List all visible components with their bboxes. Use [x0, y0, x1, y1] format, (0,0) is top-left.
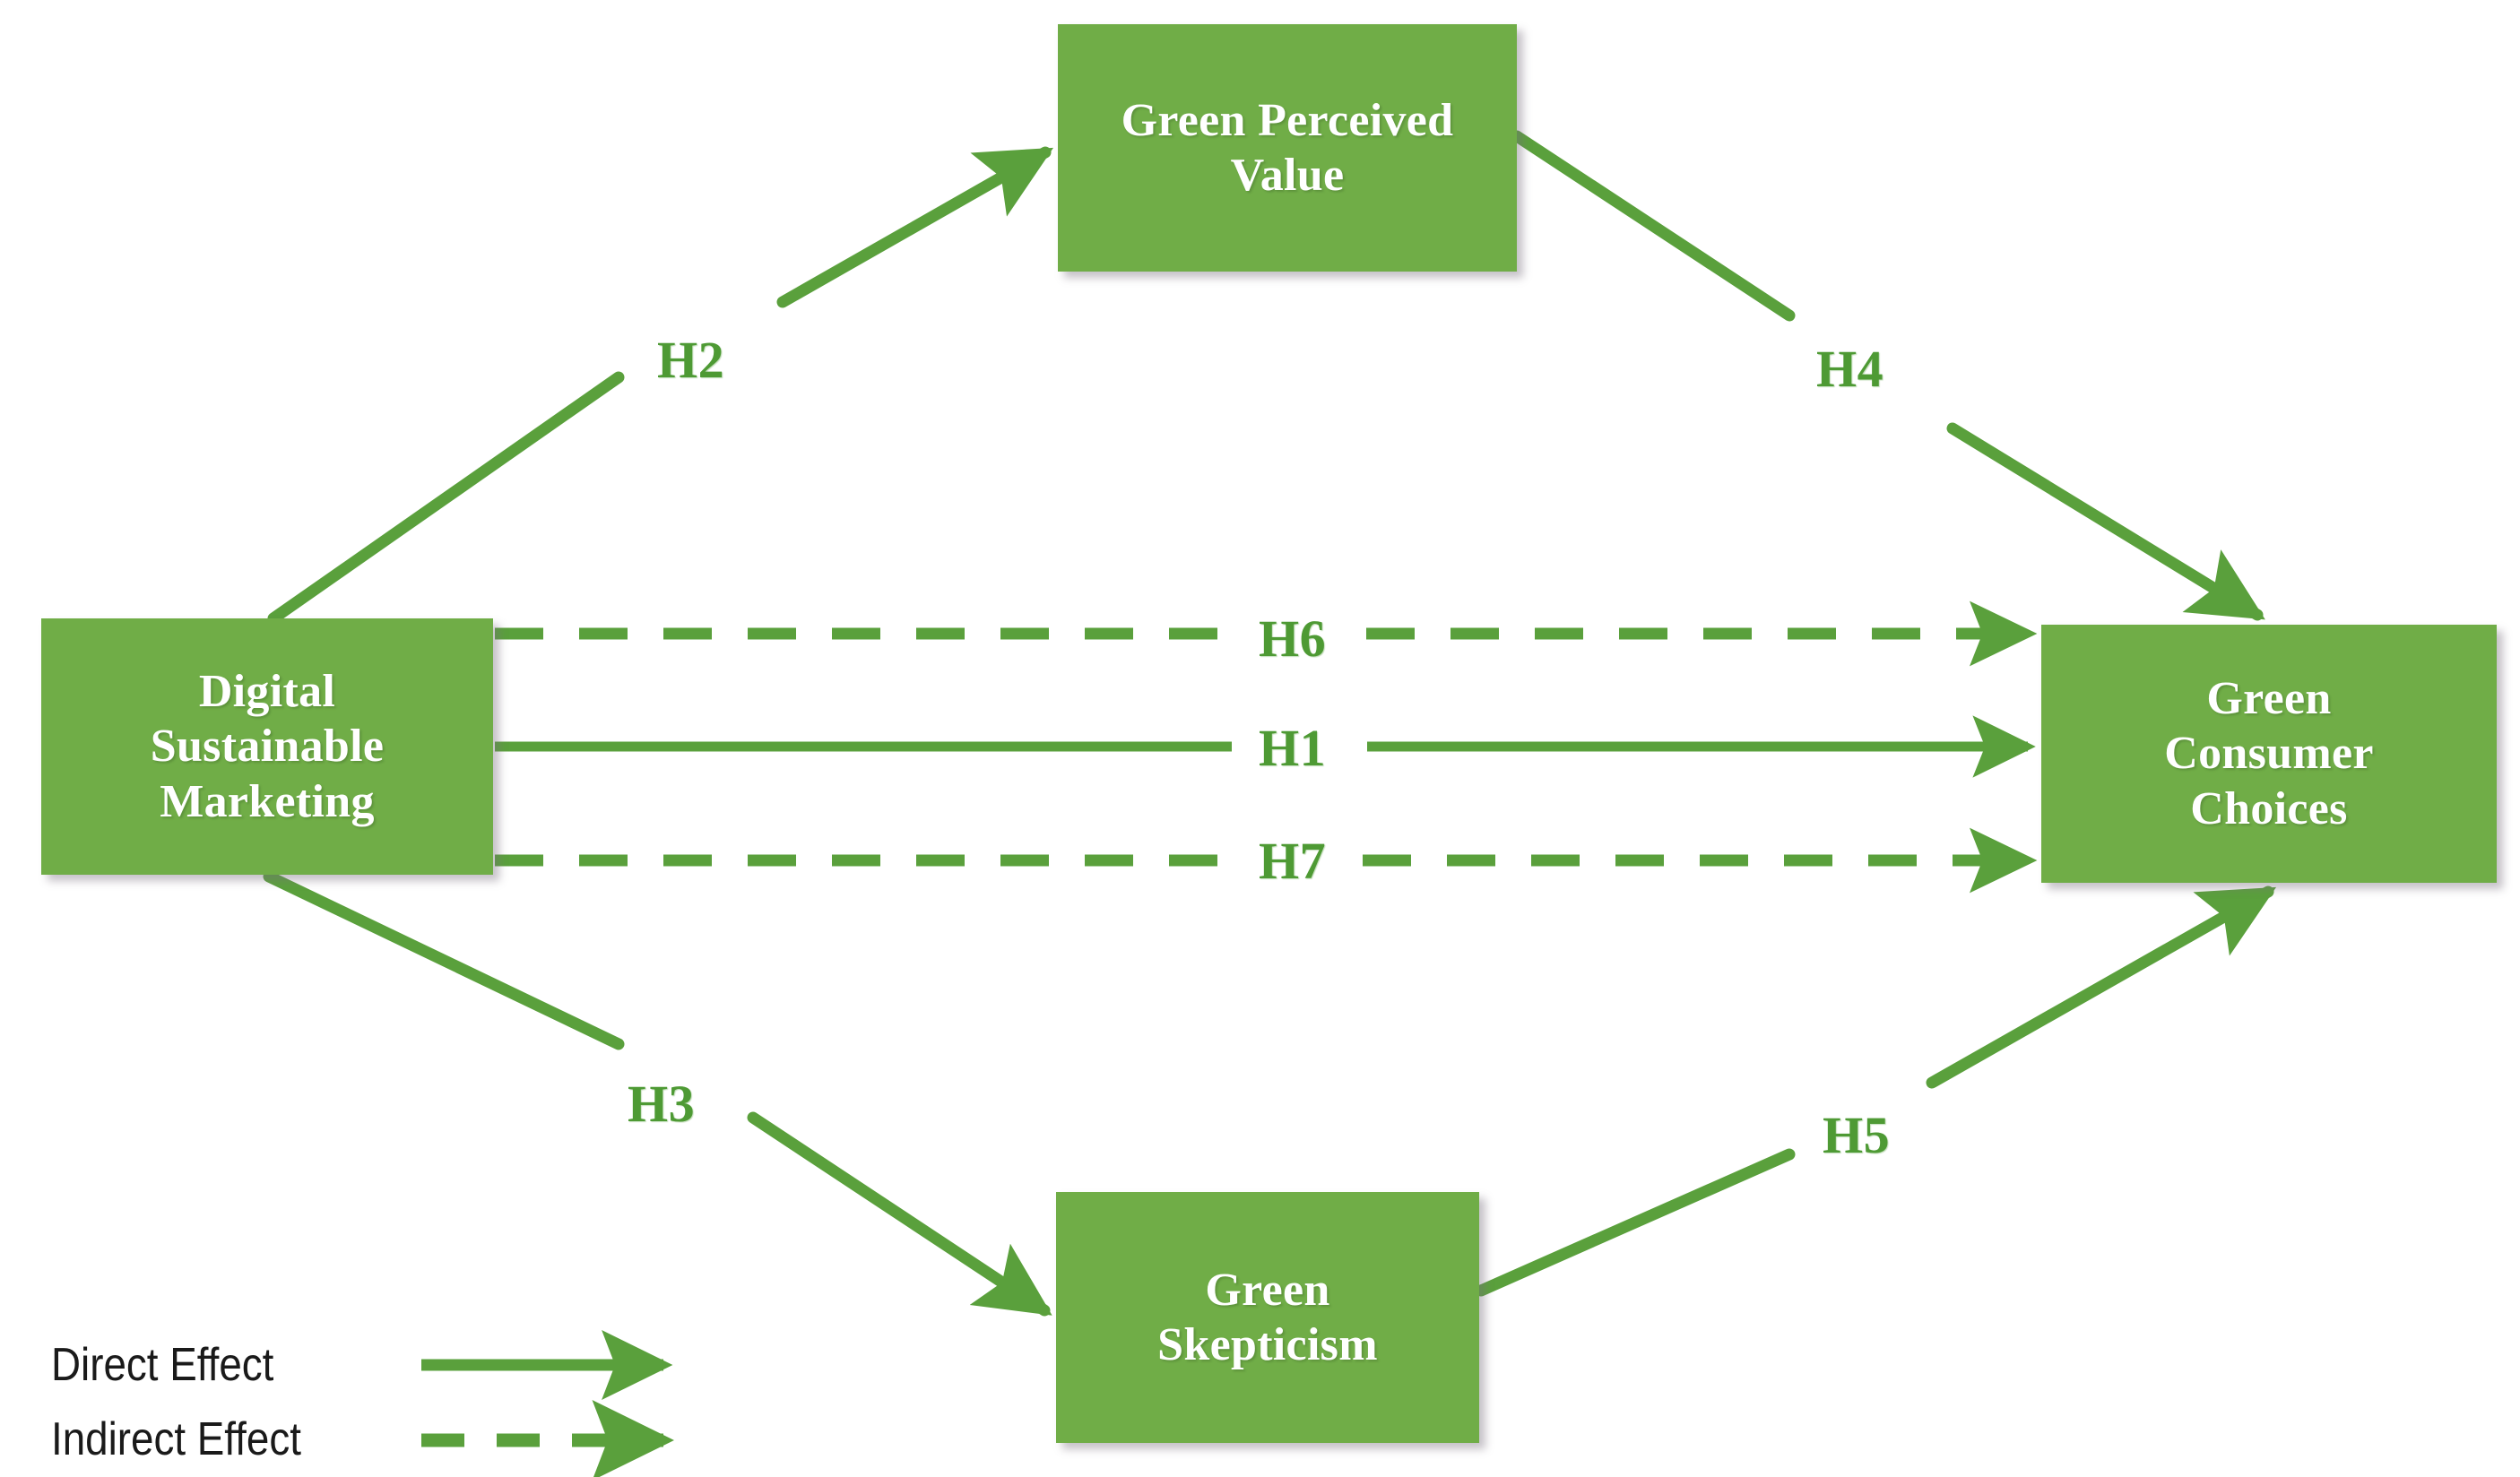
node-label: Digital Sustainable Marketing: [150, 665, 385, 827]
path-label-h2: H2: [657, 331, 725, 389]
path-label-h5: H5: [1823, 1106, 1891, 1164]
node-label: Green Consumer Choices: [2164, 672, 2374, 834]
legend-label-direct-effect: Direct Effect: [51, 1339, 274, 1391]
path-label-h3: H3: [628, 1075, 696, 1133]
path-h3: [263, 870, 1052, 1317]
path-label-h7: H7: [1259, 832, 1327, 890]
legend-label-indirect-effect: Indirect Effect: [51, 1413, 301, 1465]
node-label: Green Perceived Value: [1121, 94, 1454, 201]
path-h2: [267, 146, 1054, 625]
path-h4: [1511, 130, 2265, 621]
node-green-skepticism[interactable]: Green Skepticism: [1056, 1192, 1479, 1443]
path-h5: [1475, 885, 2277, 1297]
path-label-h6: H6: [1259, 609, 1327, 668]
path-label-h4: H4: [1816, 340, 1884, 398]
node-green-perceived-value[interactable]: Green Perceived Value: [1058, 24, 1517, 272]
path-label-h1: H1: [1259, 719, 1327, 777]
node-label: Green Skepticism: [1157, 1264, 1378, 1370]
node-digital-sustainable-marketing[interactable]: Digital Sustainable Marketing: [41, 618, 493, 875]
node-green-consumer-choices[interactable]: Green Consumer Choices: [2041, 625, 2497, 883]
